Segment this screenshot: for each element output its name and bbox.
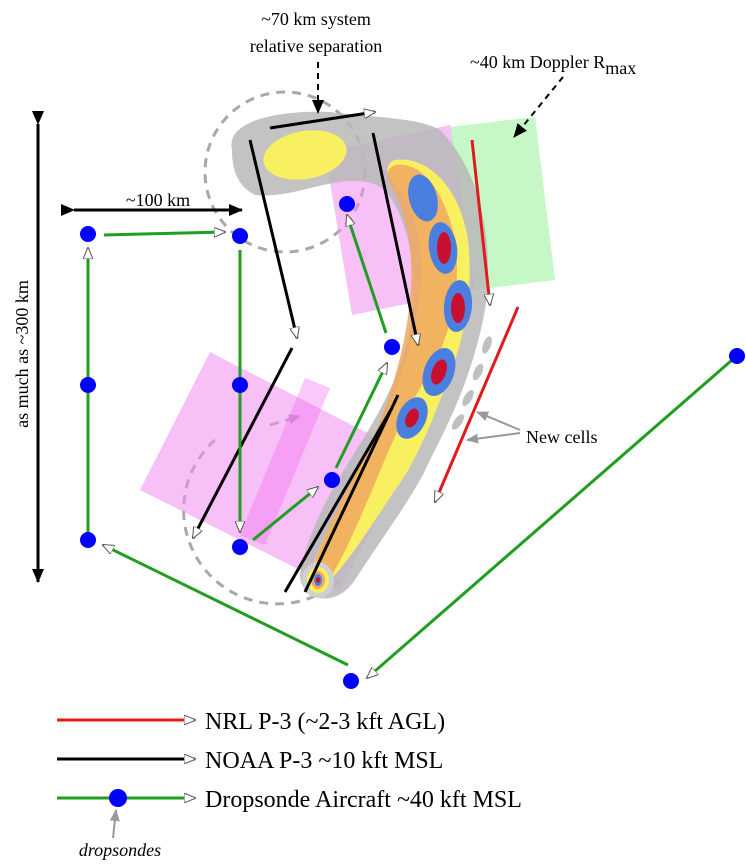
noaa-track-5 — [303, 394, 400, 593]
dropsonde-point — [384, 339, 400, 355]
lower-dashed-arc — [182, 438, 341, 606]
blue-cell-1 — [408, 174, 438, 222]
drop-track-4 — [103, 543, 349, 667]
dropsondes-pointer — [109, 809, 120, 839]
red-core-2 — [451, 293, 465, 323]
new-cell-3 — [462, 389, 474, 407]
noaa-track-6 — [283, 407, 394, 593]
dropsondes-label: dropsondes — [79, 840, 161, 860]
dropsonde-point — [80, 377, 96, 393]
noaa-track-2 — [269, 112, 375, 130]
legend-dropsonde-label: Dropsonde Aircraft ~40 kft MSL — [205, 787, 522, 813]
dropsonde-point — [232, 228, 248, 244]
dropsonde-point — [80, 226, 96, 242]
red-core-3 — [431, 359, 447, 385]
new-cells-pointer-2 — [466, 432, 521, 444]
red-core-4 — [405, 408, 419, 428]
doppler-label-subscript: max — [605, 58, 636, 78]
new-cell-4 — [451, 414, 465, 430]
orange-band — [309, 164, 457, 591]
drop-track-6 — [252, 487, 318, 542]
upper-yellow-cell — [263, 130, 347, 180]
lower-magenta-strip — [240, 378, 330, 545]
nrl-track-1 — [470, 139, 490, 305]
dropsonde-points — [80, 196, 745, 689]
noaa-track-1 — [248, 139, 297, 338]
drop-track-1 — [103, 232, 225, 235]
separation-label-line1: ~70 km system — [261, 9, 371, 29]
separation-label-line2: relative separation — [250, 36, 382, 56]
new-cell-1 — [482, 336, 492, 354]
legend: NRL P-3 (~2-3 kft AGL) NOAA P-3 ~10 kft … — [57, 709, 522, 860]
noaa-track-3 — [371, 132, 418, 345]
dropsonde-point — [339, 196, 355, 212]
dropsonde-point — [324, 472, 340, 488]
dropsonde-point — [232, 377, 248, 393]
new-cells-label: New cells — [526, 427, 597, 447]
doppler-label: ~40 km Doppler Rmax — [470, 52, 636, 78]
nrl-track-2 — [433, 306, 520, 502]
legend-noaa-label: NOAA P-3 ~10 kft MSL — [205, 748, 443, 774]
drop-track-7 — [334, 363, 389, 469]
drop-track-5 — [367, 358, 733, 678]
new-cell-2 — [472, 363, 484, 381]
legend-nrl-label: NRL P-3 (~2-3 kft AGL) — [205, 709, 445, 735]
dropsonde-point — [343, 673, 359, 689]
new-cells-pointer-1 — [476, 411, 521, 431]
red-core-1 — [437, 232, 451, 264]
dropsonde-point — [232, 539, 248, 555]
doppler-label-text: ~40 km Doppler R — [470, 52, 605, 72]
dropsonde-point — [80, 532, 96, 548]
dropsonde-point — [729, 348, 745, 364]
doppler-pointer — [513, 76, 564, 138]
noaa-track-4 — [191, 347, 294, 538]
legend-dropsonde-point — [109, 789, 127, 807]
height-300km-label: as much as ~300 km — [12, 280, 32, 428]
width-100km-label: ~100 km — [126, 190, 190, 210]
drop-track-8 — [347, 215, 388, 334]
